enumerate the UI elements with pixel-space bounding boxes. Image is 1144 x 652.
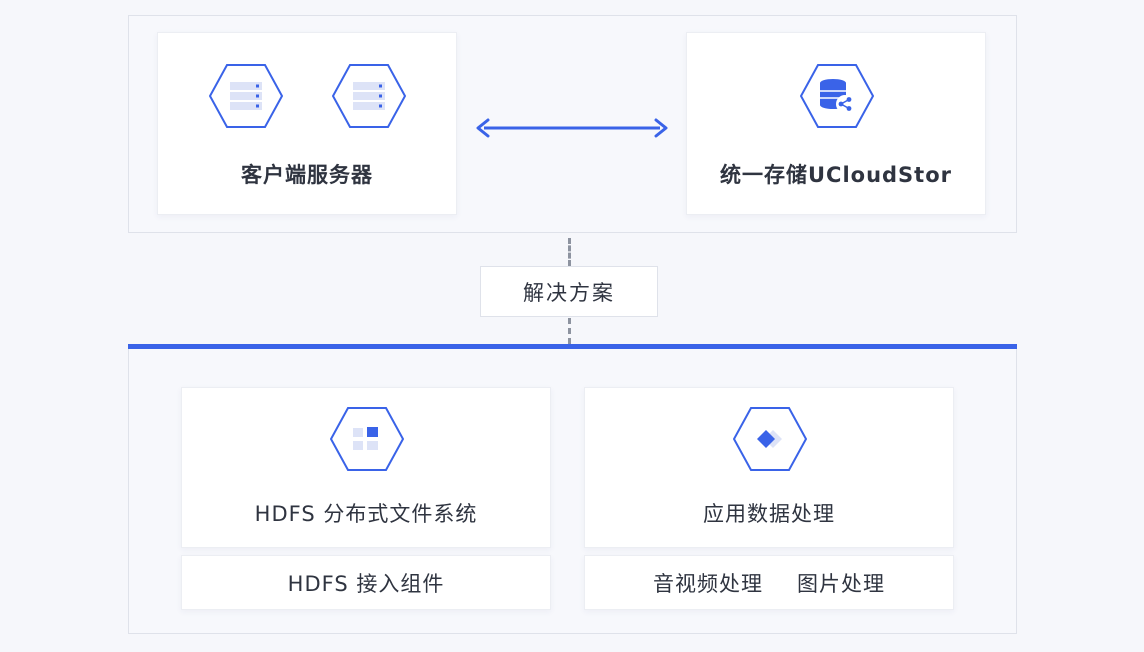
hdfs-access-label: HDFS 接入组件 xyxy=(287,571,445,596)
solution-accent-bar xyxy=(128,344,1017,349)
server-hex-icon xyxy=(332,64,406,128)
solution-label: 解决方案 xyxy=(523,280,615,305)
processing-sub-card: 音视频处理 图片处理 xyxy=(584,555,954,610)
hdfs-card: HDFS 分布式文件系统 xyxy=(181,387,551,548)
hdfs-label: HDFS 分布式文件系统 xyxy=(254,502,478,526)
server-hex-icon xyxy=(209,64,283,128)
double-arrow-icon xyxy=(476,118,668,138)
unified-storage-label: 统一存储UCloudStor xyxy=(719,163,953,187)
unified-storage-card: 统一存储UCloudStor xyxy=(686,32,986,215)
grid-blocks-hex-icon xyxy=(330,407,404,471)
client-server-label: 客户端服务器 xyxy=(241,163,373,187)
av-processing-label: 音视频处理 xyxy=(653,571,763,596)
image-processing-label: 图片处理 xyxy=(797,571,885,596)
data-processing-label: 应用数据处理 xyxy=(703,502,835,526)
client-server-card: 客户端服务器 xyxy=(157,32,457,215)
data-processing-card: 应用数据处理 xyxy=(584,387,954,548)
solution-label-box: 解决方案 xyxy=(480,266,658,317)
dashed-connector-bottom xyxy=(568,318,571,344)
layers-hex-icon xyxy=(733,407,807,471)
hdfs-access-component: HDFS 接入组件 xyxy=(181,555,551,610)
database-share-hex-icon xyxy=(800,64,874,128)
dashed-connector-top xyxy=(568,238,571,266)
